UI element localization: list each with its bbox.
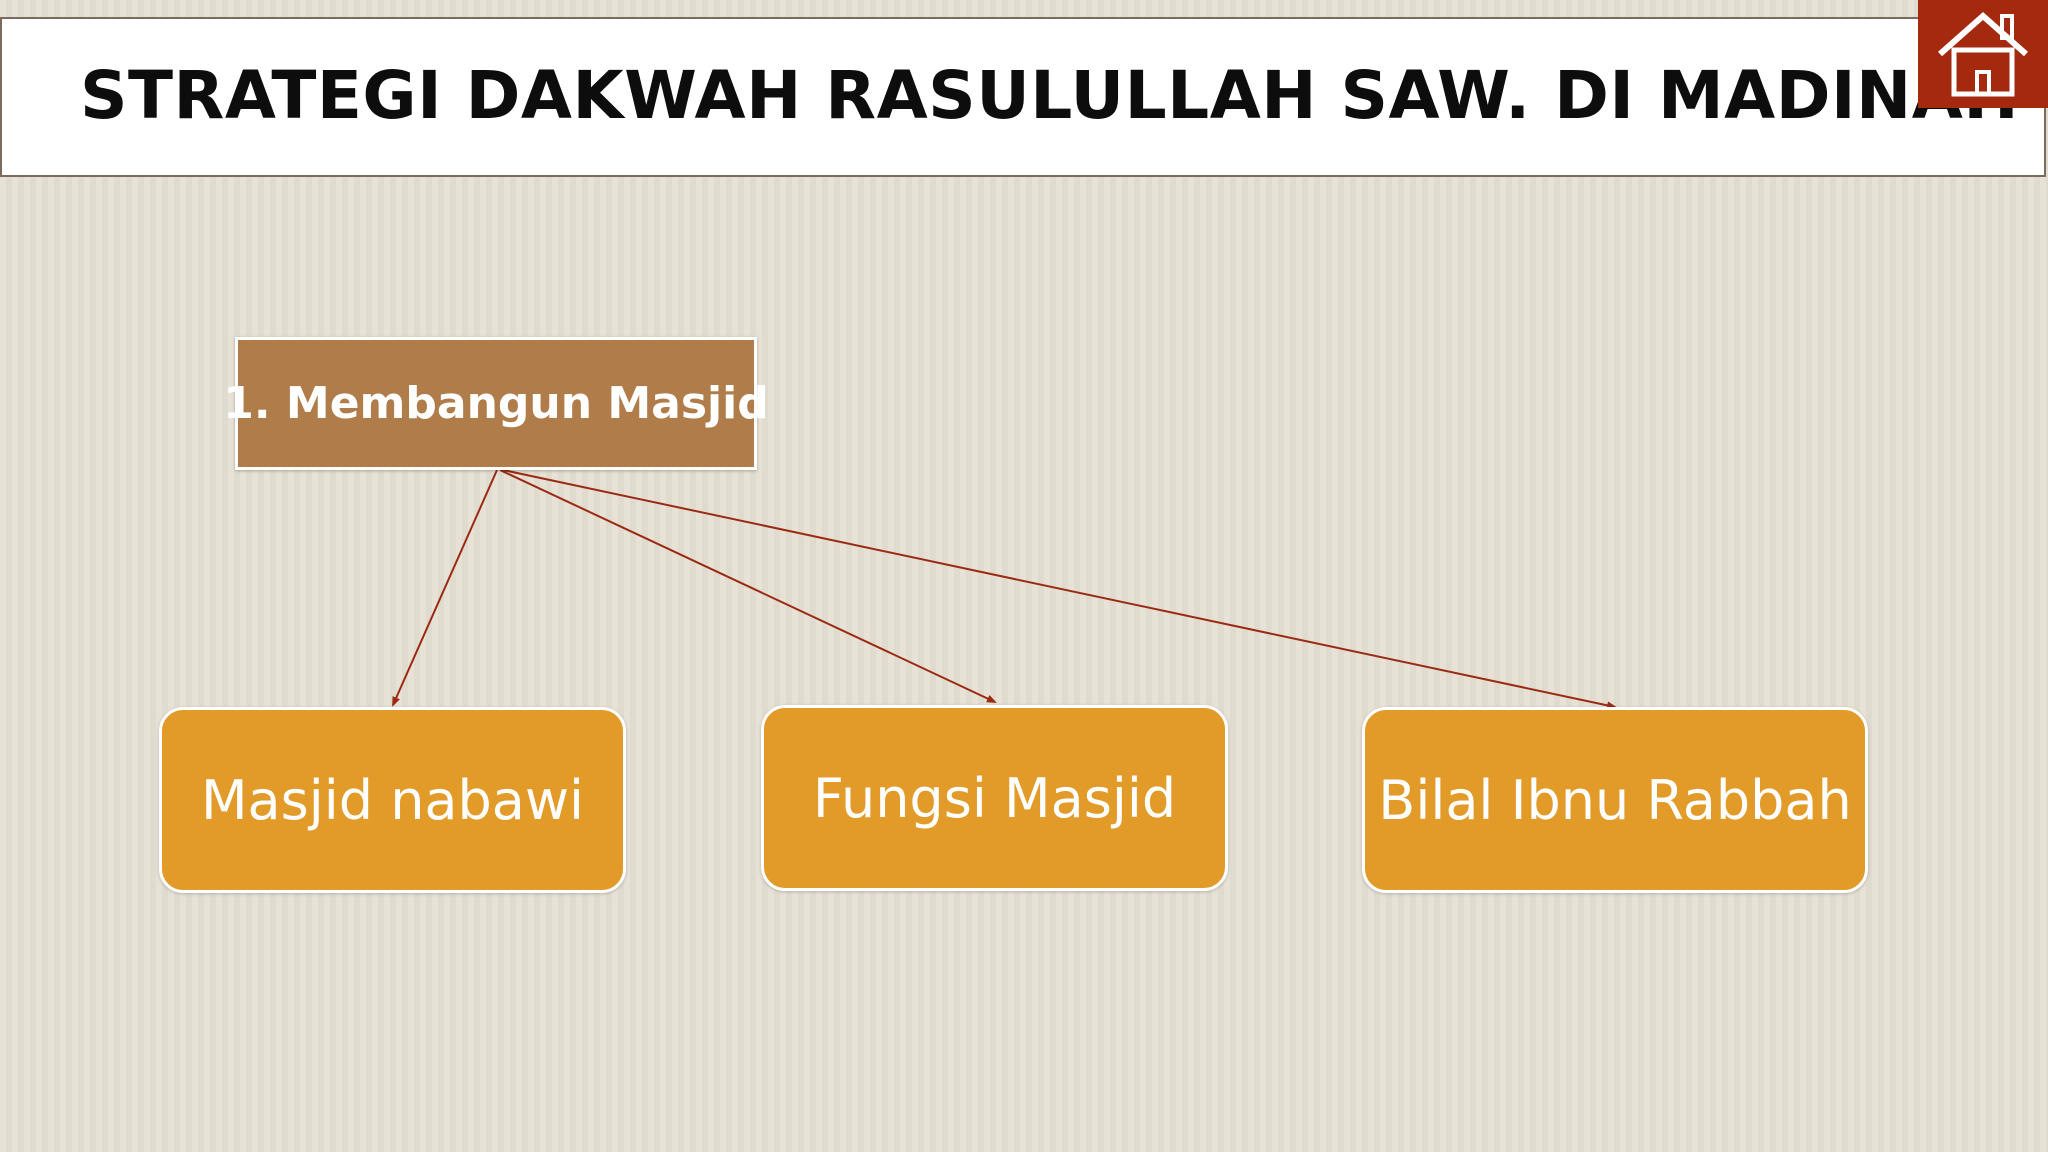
title-bar: STRATEGI DAKWAH RASULULLAH SAW. DI MADIN… (0, 17, 2046, 177)
root-node[interactable]: 1. Membangun Masjid (223, 337, 769, 470)
root-node-label: 1. Membangun Masjid (223, 378, 769, 429)
child-node-masjid-nabawi[interactable]: Masjid nabawi (159, 707, 626, 893)
connector-arrow-2 (499, 469, 997, 703)
child-node-label: Bilal Ibnu Rabbah (1378, 768, 1852, 832)
child-node-label: Masjid nabawi (200, 768, 585, 832)
home-button[interactable] (1918, 0, 2048, 108)
child-node-bilal-ibnu-rabbah[interactable]: Bilal Ibnu Rabbah (1362, 707, 1868, 893)
child-node-fungsi-masjid[interactable]: Fungsi Masjid (761, 705, 1228, 891)
child-node-label: Fungsi Masjid (812, 766, 1177, 830)
slide-title: STRATEGI DAKWAH RASULULLAH SAW. DI MADIN… (80, 57, 2020, 134)
home-icon (1938, 11, 2028, 97)
connector-arrow-1 (392, 469, 498, 707)
connector-arrow-3 (502, 469, 1617, 710)
